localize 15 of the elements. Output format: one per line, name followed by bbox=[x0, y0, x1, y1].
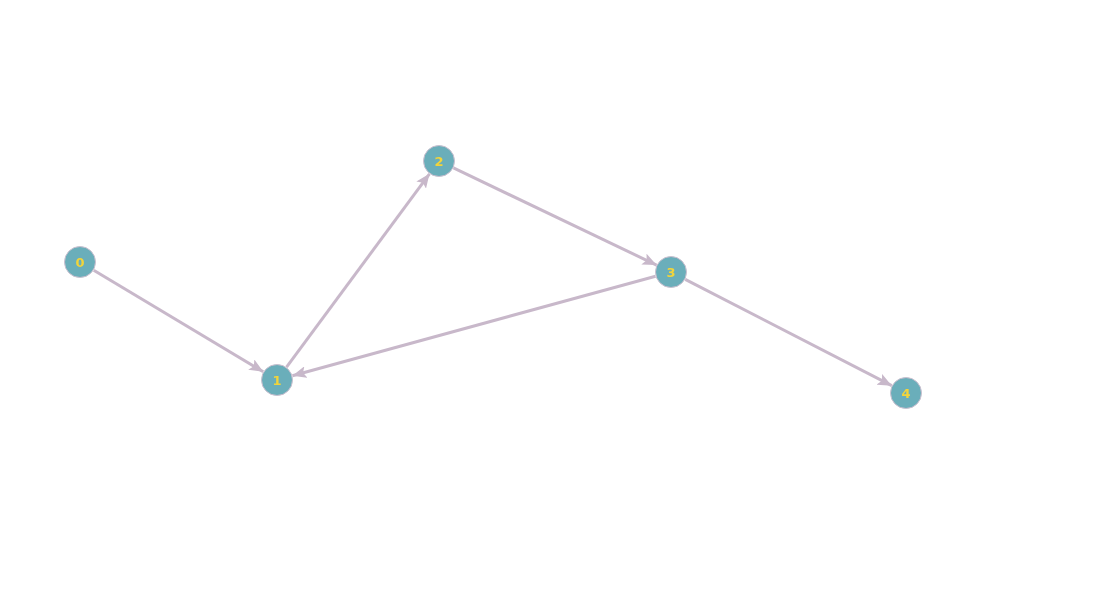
node-label: 1 bbox=[272, 373, 282, 387]
graph-node bbox=[890, 377, 922, 409]
graph-node bbox=[261, 364, 293, 396]
graph-node bbox=[64, 246, 96, 278]
arrow bbox=[292, 274, 656, 378]
graph-node bbox=[655, 256, 687, 288]
graph-node bbox=[423, 145, 455, 177]
node-label: 3 bbox=[666, 265, 676, 279]
node-label: 2 bbox=[434, 154, 444, 168]
arrow bbox=[92, 268, 265, 374]
node-label: 0 bbox=[75, 255, 85, 269]
arrow bbox=[684, 278, 893, 387]
arrow bbox=[285, 172, 431, 369]
arrow bbox=[452, 166, 658, 267]
node-label: 4 bbox=[901, 386, 911, 400]
